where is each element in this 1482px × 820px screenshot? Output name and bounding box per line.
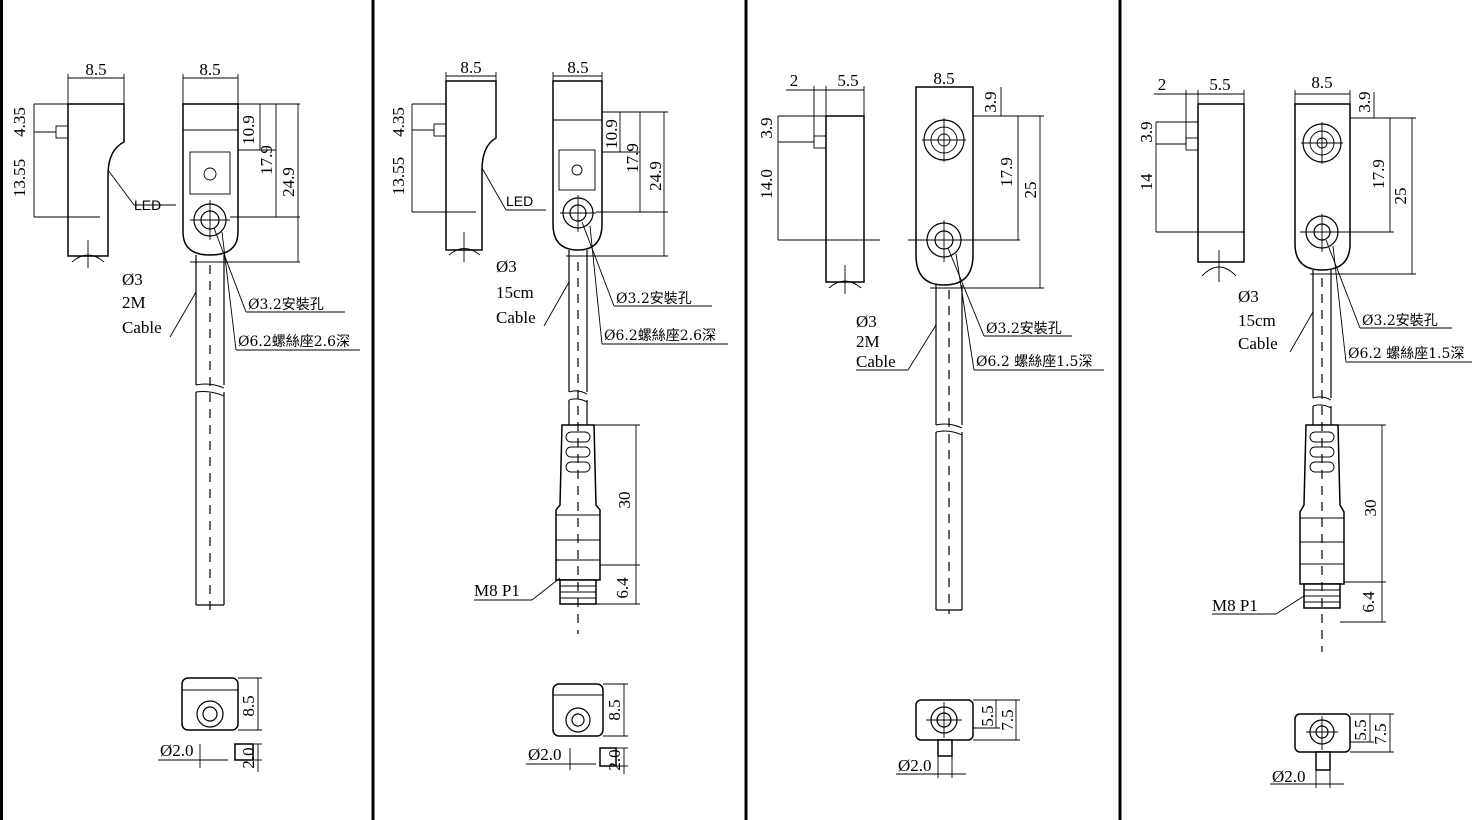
dim-label: 17.9 xyxy=(997,157,1016,187)
cable-label: Ø3 xyxy=(122,270,143,289)
cable-label: Cable xyxy=(496,308,536,327)
dim-label: 24.9 xyxy=(279,167,298,197)
panel-3: 2 5.5 8.5 3.9 14.0 3.9 17.9 25 xyxy=(757,69,1104,778)
side-view-body xyxy=(445,80,497,251)
led-label: LED xyxy=(134,197,161,213)
led-label: LED xyxy=(506,193,533,209)
dim-label: 5.5 xyxy=(1351,719,1370,740)
side-view-body xyxy=(825,115,865,283)
cable-label: 15cm xyxy=(1238,311,1276,330)
dim-label: 3.9 xyxy=(1355,91,1374,112)
seat-label: Ø6.2 螺絲座1.5深 xyxy=(976,354,1092,370)
cable-label: Ø3 xyxy=(1238,287,1259,306)
dim-label: 25 xyxy=(1391,188,1410,205)
dim-label: 2.0 xyxy=(239,747,258,768)
dim-label: 17.9 xyxy=(257,145,276,175)
seat-label: Ø6.2 螺絲座1.5深 xyxy=(1348,346,1464,362)
side-view-body xyxy=(67,103,125,257)
hole-label: Ø3.2安裝孔 xyxy=(248,297,324,313)
dim-label: Ø2.0 xyxy=(160,741,194,760)
bottom-view-tab xyxy=(234,743,254,761)
front-view-body xyxy=(552,80,603,251)
dim-label: 6.4 xyxy=(1359,591,1378,613)
dim-label: 2 xyxy=(790,71,799,90)
dim-label: 10.9 xyxy=(602,119,621,149)
dim-label: 3.9 xyxy=(757,117,776,138)
bottom-view-body xyxy=(552,683,604,737)
panel-2: 8.5 8.5 4.35 13.55 LED 10.9 17.9 24.9 xyxy=(389,58,728,774)
seat-label: Ø6.2螺絲座2.6深 xyxy=(604,328,716,344)
dim-label: 3.9 xyxy=(1137,121,1156,142)
front-view-body xyxy=(915,86,974,286)
bottom-view-body xyxy=(181,677,239,731)
seat-label: Ø6.2螺絲座2.6深 xyxy=(238,334,350,350)
dim-label: 6.4 xyxy=(613,577,632,599)
dim-label: 24.9 xyxy=(646,161,665,191)
dim-label: 30 xyxy=(615,492,634,509)
dim-label: 4.35 xyxy=(389,107,408,137)
dim-label: Ø2.0 xyxy=(1272,767,1306,786)
dim-label: 8.5 xyxy=(460,58,481,77)
dim-label: 5.5 xyxy=(1209,75,1230,94)
front-view-body xyxy=(1294,103,1351,271)
dim-label: 8.5 xyxy=(85,60,106,79)
bottom-view-tab xyxy=(599,747,617,767)
dim-label: Ø2.0 xyxy=(528,745,562,764)
dim-label: 8.5 xyxy=(199,60,220,79)
dim-label: Ø2.0 xyxy=(898,756,932,775)
dim-label: 4.35 xyxy=(10,107,29,137)
dim-label: 17.9 xyxy=(623,143,642,173)
connector-label: M8 P1 xyxy=(1212,596,1258,615)
dim-label: 7.5 xyxy=(998,709,1017,730)
dim-label: 3.9 xyxy=(981,91,1000,112)
cable-label: Cable xyxy=(1238,334,1278,353)
cable-label: Cable xyxy=(856,352,896,371)
bottom-view-tab xyxy=(1315,751,1331,771)
dim-label: 8.5 xyxy=(1311,73,1332,92)
dim-label: 8.5 xyxy=(567,58,588,77)
dim-label: 14 xyxy=(1137,173,1156,191)
dim-label: 2.0 xyxy=(605,749,624,770)
dim-label: 30 xyxy=(1361,500,1380,517)
dim-label: 5.5 xyxy=(837,71,858,90)
dim-label: 8.5 xyxy=(605,699,624,720)
dim-label: 10.9 xyxy=(239,115,258,145)
bottom-view-tab xyxy=(937,739,953,757)
cable-label: 2M xyxy=(122,293,146,312)
cable-label: Cable xyxy=(122,318,162,337)
cable-label: Ø3 xyxy=(496,257,517,276)
cable-label: 2M xyxy=(856,332,880,351)
hole-label: Ø3.2安裝孔 xyxy=(1362,313,1438,329)
dim-label: 13.55 xyxy=(389,157,408,195)
dim-label: 8.5 xyxy=(933,69,954,88)
front-view-body xyxy=(182,103,239,256)
dim-label: 2 xyxy=(1158,75,1167,94)
panel-4: 2 5.5 8.5 3.9 14 3.9 17.9 25 xyxy=(1137,73,1472,788)
dim-label: 25 xyxy=(1021,182,1040,199)
cable-label: 15cm xyxy=(496,283,534,302)
cable-label: Ø3 xyxy=(856,312,877,331)
dim-label: 14.0 xyxy=(757,169,776,199)
dim-label: 7.5 xyxy=(1371,723,1390,744)
hole-label: Ø3.2安裝孔 xyxy=(986,321,1062,337)
panel-1: 8.5 8.5 4.35 13.55 LED 10.9 17.9 24.9 xyxy=(10,60,360,772)
side-view-body xyxy=(1197,103,1245,263)
connector-label: M8 P1 xyxy=(474,581,520,600)
dim-label: 13.55 xyxy=(10,159,29,197)
dim-label: 8.5 xyxy=(239,695,258,716)
dim-label: 5.5 xyxy=(978,705,997,726)
hole-label: Ø3.2安裝孔 xyxy=(616,291,692,307)
dim-label: 17.9 xyxy=(1369,159,1388,189)
